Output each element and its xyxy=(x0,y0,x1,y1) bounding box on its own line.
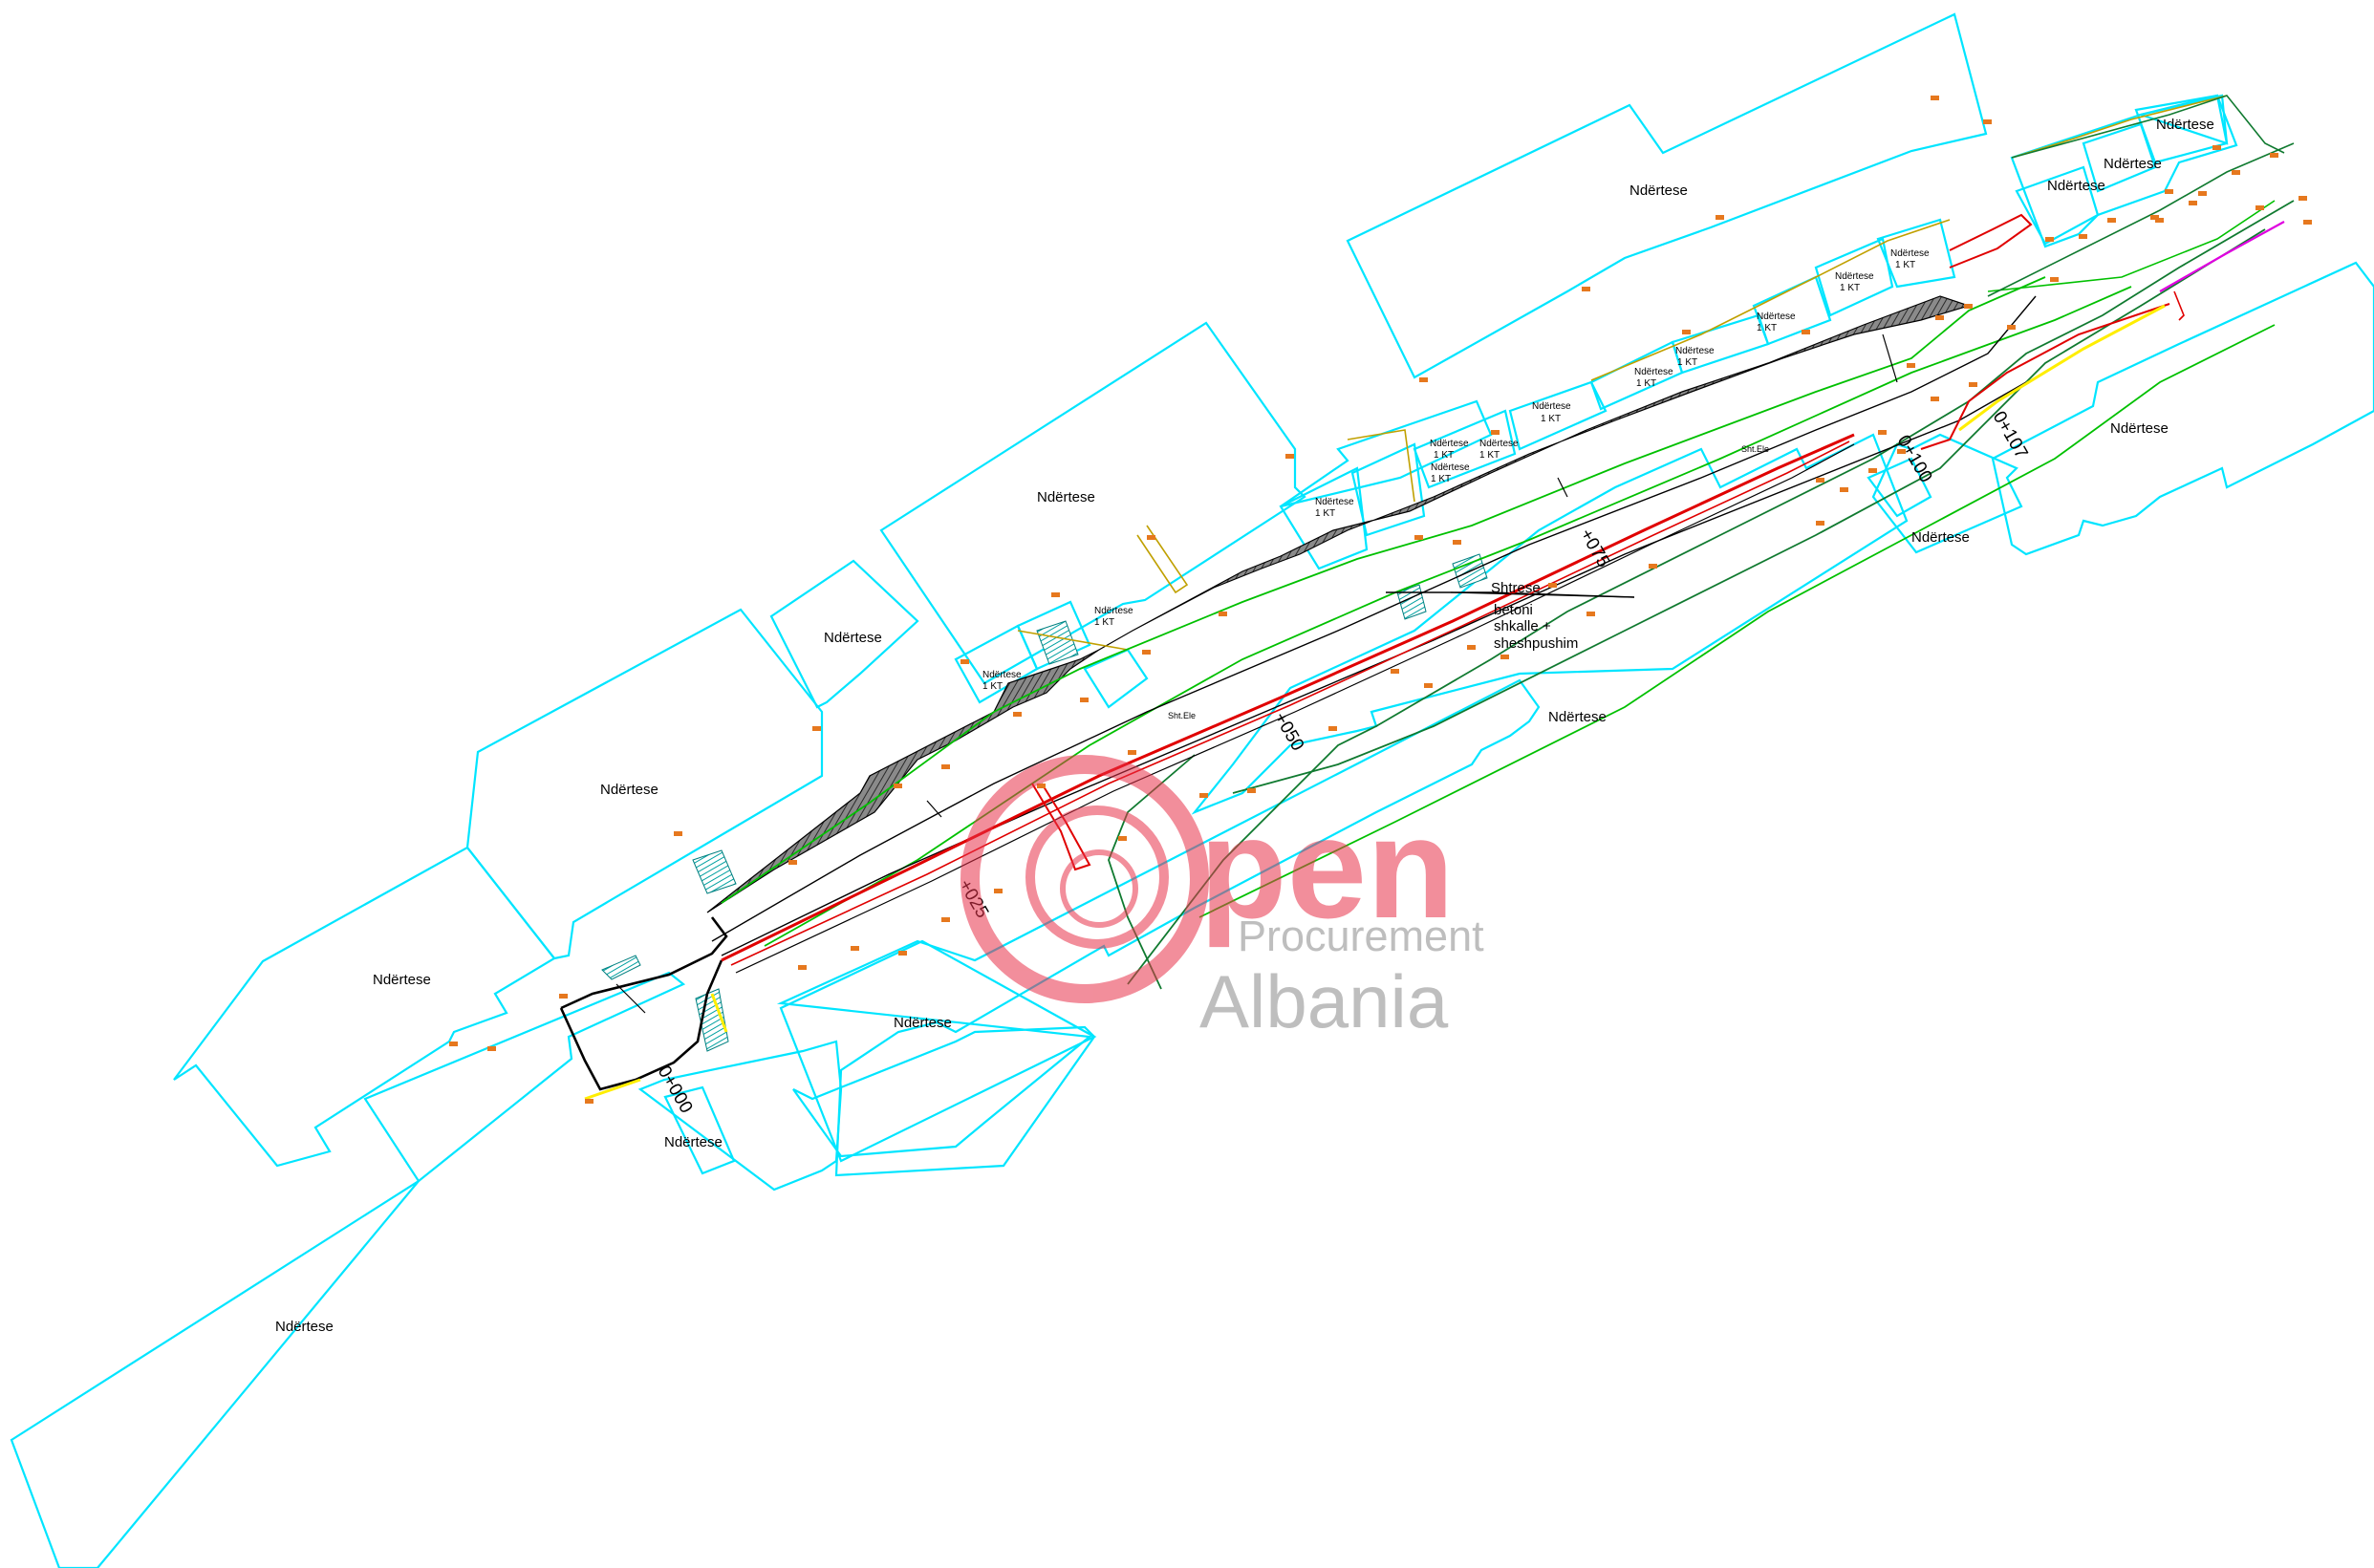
annotation-line-2: betoni xyxy=(1494,602,1533,618)
chainage-0-107: 0+107 xyxy=(1989,408,2032,462)
building-label: Ndërtese xyxy=(600,782,658,798)
building-1kt-floors: 1 KT xyxy=(1434,450,1454,461)
building-1kt-label: Ndërtese xyxy=(1675,346,1715,356)
building-1kt-floors: 1 KT xyxy=(1479,450,1500,461)
building-1kt-floors: 1 KT xyxy=(982,681,1003,692)
survey-tick-markers xyxy=(449,96,2312,1104)
building-label: Ndërtese xyxy=(2110,420,2169,437)
building-label: Ndërtese xyxy=(2156,117,2214,133)
concrete-stair-annotation: Shtrese betoni shkalle + sheshpushim xyxy=(1450,580,1635,652)
building-1kt-label: Ndërtese xyxy=(1532,401,1571,412)
utility-tag: Sht.Ele xyxy=(1741,444,1769,454)
watermark-word-procurement: Procurement xyxy=(1238,912,1484,960)
building-label: Ndërtese xyxy=(2104,156,2162,172)
building-1kt-label: Ndërtese xyxy=(1315,497,1354,507)
building-1kt-floors: 1 KT xyxy=(1840,283,1860,293)
building-1kt-floors: 1 KT xyxy=(1895,260,1915,270)
building-label: Ndërtese xyxy=(275,1319,334,1335)
building-1kt-floors: 1 KT xyxy=(1315,508,1335,519)
watermark-ring-inner xyxy=(1025,805,1169,949)
building-label: Ndërtese xyxy=(2047,178,2105,194)
green-lines xyxy=(721,95,2295,990)
building-label: Ndërtese xyxy=(373,972,431,988)
watermark-ring-center xyxy=(1060,849,1138,928)
watermark-logo: pen Procurement Albania xyxy=(960,755,1484,1043)
utility-tags: Sht.Ele Sht.Ele xyxy=(1168,444,1769,720)
olive-enclosure-lines xyxy=(1017,95,2228,651)
building-1kt-label: Ndërtese xyxy=(1431,462,1470,473)
building-1kt-label: Ndërtese xyxy=(1479,439,1519,449)
building-1kt-label: Ndërtese xyxy=(1757,311,1796,322)
stair-symbols xyxy=(601,553,1488,1052)
watermark-word-pen: pen xyxy=(1199,787,1455,948)
building-1kt-floors: 1 KT xyxy=(1094,617,1114,628)
red-road-alignment xyxy=(721,213,2185,974)
annotation-line-4: sheshpushim xyxy=(1494,635,1578,652)
building-1kt-floors: 1 KT xyxy=(1677,357,1697,368)
building-1kt-floors: 1 KT xyxy=(1757,323,1777,333)
watermark-word-albania: Albania xyxy=(1199,959,1449,1043)
building-1kt-floors: 1 KT xyxy=(1431,474,1451,484)
building-1kt-floors: 1 KT xyxy=(1636,378,1656,389)
building-label: Ndërtese xyxy=(1629,183,1688,199)
yellow-magenta-lines xyxy=(584,221,2285,1101)
chainage-0-050: +050 xyxy=(1270,709,1308,755)
watermark-ring-outer xyxy=(960,755,1209,1003)
building-label: Ndërtese xyxy=(1037,489,1095,505)
building-1kt-label: Ndërtese xyxy=(1430,439,1469,449)
building-1kt-floors: 1 KT xyxy=(1541,414,1561,424)
building-outlines xyxy=(10,12,2374,1568)
building-1kt-label: Ndërtese xyxy=(1094,606,1133,616)
building-label: Ndërtese xyxy=(1911,529,1970,546)
building-label: Ndërtese xyxy=(824,630,882,646)
building-labels: Ndërtese Ndërtese Ndërtese Ndërtese Ndër… xyxy=(275,117,2214,1335)
annotation-line-3: shkalle + xyxy=(1494,618,1551,634)
annotation-line-1: Shtrese xyxy=(1491,580,1541,596)
building-1kt-label: Ndërtese xyxy=(982,670,1022,680)
building-1kt-label: Ndërtese xyxy=(1890,248,1930,259)
utility-tag: Sht.Ele xyxy=(1168,711,1196,720)
building-outline-a xyxy=(10,971,686,1568)
building-1kt-label: Ndërtese xyxy=(1634,367,1673,377)
building-label: Ndërtese xyxy=(664,1134,723,1150)
building-label: Ndërtese xyxy=(894,1015,952,1031)
building-label: Ndërtese xyxy=(1548,709,1607,725)
building-1kt-label: Ndërtese xyxy=(1835,271,1874,282)
